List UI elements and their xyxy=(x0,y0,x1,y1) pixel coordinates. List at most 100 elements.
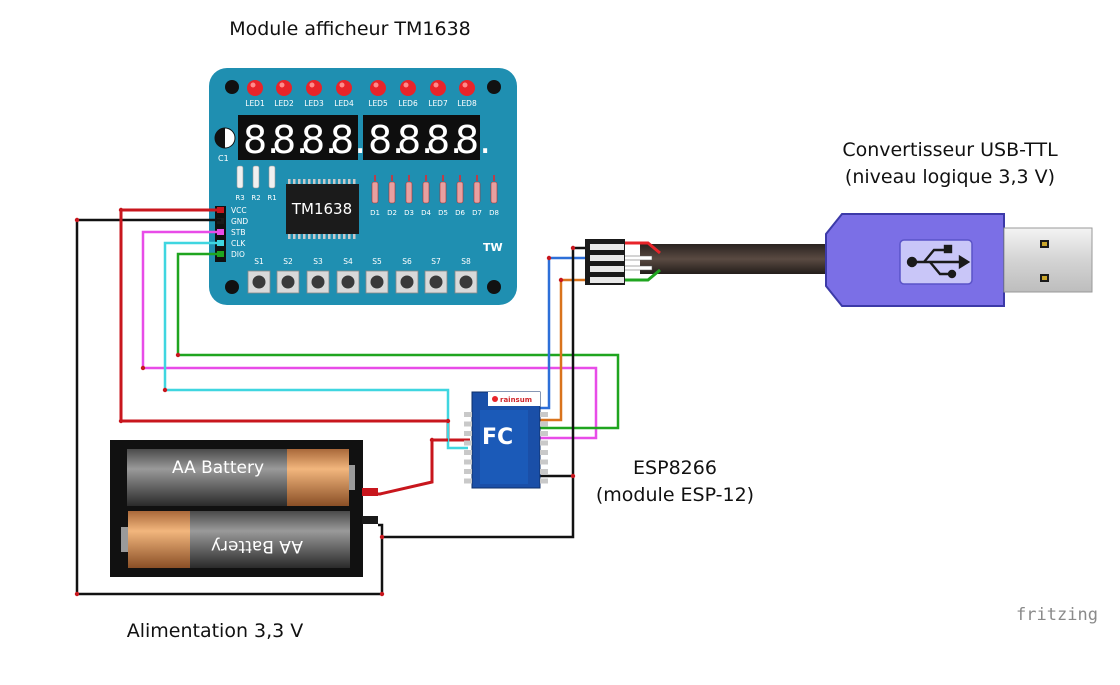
junction-dot xyxy=(379,534,385,540)
junction-dot xyxy=(74,217,80,223)
esp-pin-left xyxy=(464,459,472,465)
led-label: LED4 xyxy=(334,99,354,108)
wire-stb xyxy=(141,230,598,440)
junction-dots xyxy=(74,207,576,597)
wire-gnd-usb xyxy=(571,246,585,476)
usb-header-pin xyxy=(590,266,624,272)
switch-button xyxy=(341,275,355,289)
usb-header-pin xyxy=(590,277,624,283)
board-logo: TW xyxy=(483,241,503,254)
switch-button xyxy=(459,275,473,289)
pin-label: VCC xyxy=(231,206,247,215)
capacitor-polarity-mark xyxy=(215,128,225,148)
led-icon xyxy=(400,80,416,96)
led-icon xyxy=(247,80,263,96)
usb-cable xyxy=(640,244,825,274)
capacitor-label: C1 xyxy=(218,154,229,163)
junction-dot xyxy=(162,387,168,393)
esp-pin-right xyxy=(540,421,548,427)
mounting-hole xyxy=(487,280,501,294)
diode-label: D1 xyxy=(370,209,380,217)
led-icon xyxy=(306,80,322,96)
wire-gnd-display xyxy=(75,218,384,596)
usb-wire-red xyxy=(624,241,661,255)
led-label: LED2 xyxy=(274,99,294,108)
esp-pin-right xyxy=(540,412,548,417)
mounting-hole xyxy=(487,80,501,94)
switch-button xyxy=(429,275,443,289)
digit: 8. xyxy=(455,118,491,162)
junction-dot xyxy=(558,277,564,283)
esp-pin-right xyxy=(540,450,548,455)
pin-label: DIO xyxy=(231,250,245,259)
battery-top xyxy=(127,449,287,506)
diode-label: D7 xyxy=(472,209,482,217)
resistor xyxy=(252,165,260,189)
usb-plug xyxy=(1003,227,1093,293)
junction-dot xyxy=(570,473,576,479)
usb-wire-green xyxy=(624,268,661,282)
usb-wire-white xyxy=(623,255,653,261)
led-icon xyxy=(336,80,352,96)
junction-dot xyxy=(429,437,435,443)
brand-dot-icon xyxy=(492,396,498,402)
led-icon xyxy=(370,80,386,96)
pin-label: STB xyxy=(231,228,246,237)
led-icon xyxy=(276,80,292,96)
junction-dot xyxy=(570,245,576,251)
diode-label: D5 xyxy=(438,209,448,217)
led-highlight xyxy=(462,82,468,88)
esp-module-title-line1: ESP8266 xyxy=(633,457,717,479)
junction-dot xyxy=(445,418,451,424)
switch-label: S2 xyxy=(283,257,293,266)
esp-module-title: ESP8266 (module ESP-12) xyxy=(580,455,770,509)
diode-label: D3 xyxy=(404,209,414,217)
usb-converter-title-line2: (niveau logique 3,3 V) xyxy=(844,166,1056,188)
esp-pin-left xyxy=(464,450,472,455)
seven-segment-display-right xyxy=(363,115,480,160)
wires xyxy=(75,208,620,596)
led-label: LED7 xyxy=(428,99,448,108)
led-highlight xyxy=(279,82,285,88)
led-highlight xyxy=(403,82,409,88)
switch-label: S1 xyxy=(254,257,264,266)
led-icon xyxy=(459,80,475,96)
mounting-hole xyxy=(225,80,239,94)
diode xyxy=(422,181,430,204)
esp-pin-left xyxy=(464,431,472,436)
usb-header-pin xyxy=(590,255,624,261)
diode-label: D8 xyxy=(489,209,499,217)
pin-label: CLK xyxy=(231,239,246,248)
junction-dot xyxy=(74,591,80,597)
digit: 8. xyxy=(301,118,337,162)
usb-symbol-icon xyxy=(906,244,971,279)
led-highlight xyxy=(309,82,315,88)
pin-label: GND xyxy=(231,217,248,226)
led-label: LED3 xyxy=(304,99,324,108)
power-supply-title: Alimentation 3,3 V xyxy=(126,620,304,642)
led-label: LED6 xyxy=(398,99,418,108)
esp-module-title-line2: (module ESP-12) xyxy=(595,484,755,506)
led-highlight xyxy=(433,82,439,88)
esp-brand: rainsum xyxy=(500,396,532,404)
wire-dio xyxy=(176,252,620,430)
switch-label: S3 xyxy=(313,257,323,266)
resistor-label: R1 xyxy=(267,194,276,202)
switch-button xyxy=(252,275,266,289)
esp8266-module: rainsum FC xyxy=(464,391,548,489)
esp-pin-left xyxy=(464,440,472,446)
wire-vcc-display xyxy=(119,208,470,442)
usb-ttl-converter xyxy=(585,213,1093,307)
led-label: LED5 xyxy=(368,99,388,108)
diode xyxy=(405,181,413,204)
battery-bottom xyxy=(190,511,350,568)
led-highlight xyxy=(339,82,345,88)
led-label: LED1 xyxy=(245,99,265,108)
switch-button xyxy=(311,275,325,289)
switch-label: S5 xyxy=(372,257,382,266)
wire-tx xyxy=(540,256,585,410)
esp-pin-right xyxy=(540,459,548,465)
